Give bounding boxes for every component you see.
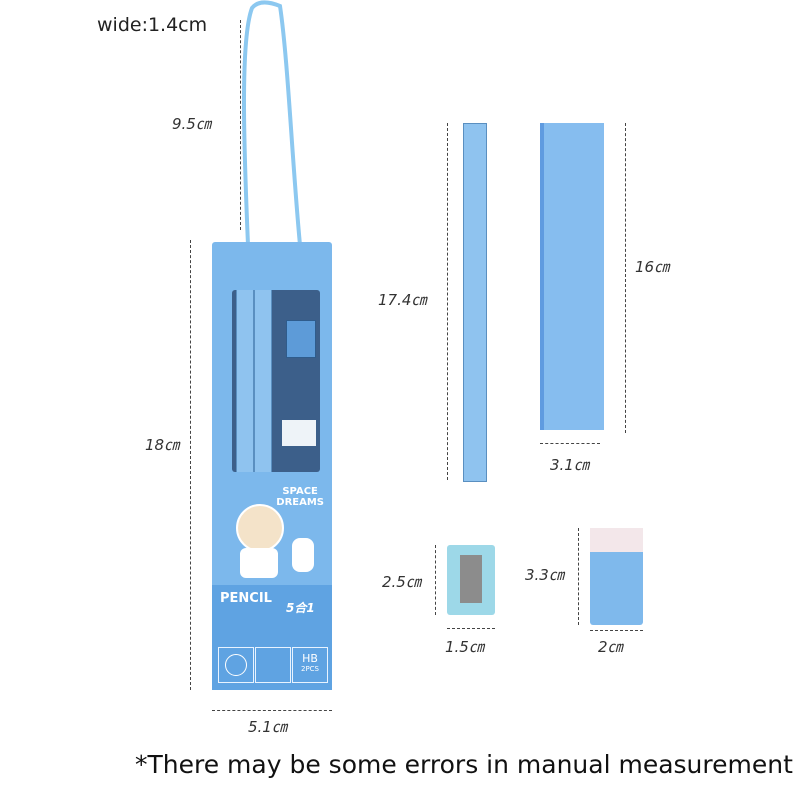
wide-label: wide:1.4cm [97, 14, 208, 36]
eraser [590, 528, 643, 625]
pencil [463, 123, 487, 482]
ruler [540, 123, 604, 430]
brand-line1: SPACE [282, 486, 318, 497]
sharpener-in-box [286, 320, 316, 358]
eraser-in-box [282, 420, 316, 446]
ruler-length-label: 16㎝ [635, 258, 670, 276]
astronaut-body [240, 548, 278, 578]
badge: 5合1 [286, 601, 315, 615]
box-window [232, 290, 320, 472]
eraser-width-label: 2㎝ [598, 638, 623, 656]
pencil-length-label: 17.4㎝ [378, 291, 427, 309]
strap [242, 0, 302, 246]
eraser-height-label: 3.3㎝ [525, 566, 564, 584]
ruler-width-label: 3.1㎝ [550, 456, 589, 474]
box-width-label: 5.1㎝ [248, 718, 287, 736]
box-height-label: 18㎝ [145, 436, 180, 454]
sharpener-height-label: 2.5㎝ [382, 573, 421, 591]
pencil-title: PENCIL [220, 591, 272, 606]
sharpener [447, 545, 495, 615]
strap-length-label: 9.5㎝ [172, 115, 211, 133]
grade: HB [302, 652, 318, 665]
brand-line2: DREAMS [276, 497, 324, 508]
sharpener-width-label: 1.5㎝ [445, 638, 484, 656]
count: 2PCS [300, 665, 319, 673]
bunny-illustration [292, 538, 314, 572]
astronaut-illustration [236, 504, 284, 552]
measurement-disclaimer: *There may be some errors in manual meas… [135, 750, 793, 779]
